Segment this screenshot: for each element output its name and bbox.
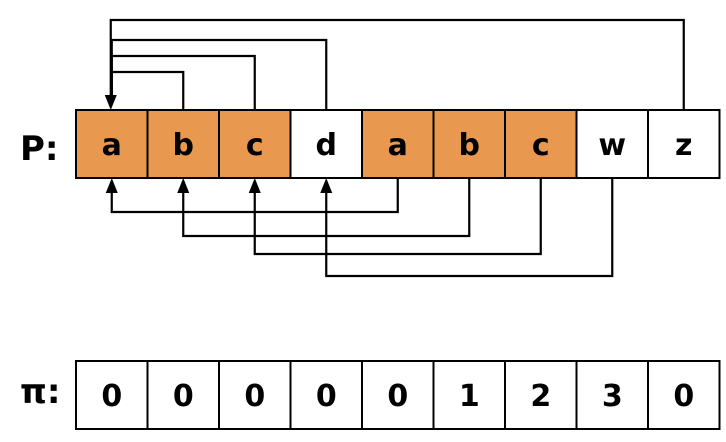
pattern-cell-char: b bbox=[173, 128, 194, 163]
lower-link-line bbox=[253, 178, 542, 256]
arrow-head bbox=[320, 178, 333, 193]
pi-cell: 1 bbox=[432, 360, 506, 430]
pattern-cell-char: b bbox=[459, 128, 480, 163]
pi-cell-box bbox=[75, 360, 149, 430]
pattern-cell: a bbox=[361, 109, 435, 179]
upper-link-line bbox=[110, 70, 185, 110]
arrow-head bbox=[104, 95, 117, 110]
pi-row-label: π: bbox=[20, 372, 61, 412]
pattern-cell-box bbox=[218, 109, 292, 179]
lower-link-line bbox=[325, 178, 614, 278]
pi-cell-box bbox=[504, 360, 578, 430]
pi-row: π: 0 0 0 0 0 1 2 3 0 bbox=[20, 360, 721, 430]
pattern-cell: a bbox=[75, 109, 149, 179]
pi-cell: 2 bbox=[504, 360, 578, 430]
pi-cell-value: 0 bbox=[244, 379, 265, 414]
pi-cell-value: 0 bbox=[316, 379, 337, 414]
pi-cell-value: 2 bbox=[530, 379, 551, 414]
pi-cell: 0 bbox=[289, 360, 363, 430]
pattern-cell: w bbox=[575, 109, 649, 179]
pi-cell-value: 3 bbox=[602, 379, 623, 414]
pattern-cell-box bbox=[289, 109, 363, 179]
pattern-row-label: P: bbox=[20, 129, 59, 169]
pi-cell-box bbox=[575, 360, 649, 430]
pattern-cell-char: c bbox=[532, 128, 550, 163]
pattern-row: P: a b c d a b c w z bbox=[20, 109, 721, 179]
pattern-cell: b bbox=[146, 109, 220, 179]
pattern-cell-char: d bbox=[316, 128, 337, 163]
pattern-cell-char: w bbox=[598, 128, 626, 163]
pi-cell-value: 0 bbox=[673, 379, 694, 414]
pi-cell-box bbox=[289, 360, 363, 430]
pi-cell-value: 0 bbox=[101, 379, 122, 414]
pattern-cell-box bbox=[146, 109, 220, 179]
pattern-cell-box bbox=[361, 109, 435, 179]
pi-cell: 0 bbox=[75, 360, 149, 430]
pattern-cell-box bbox=[432, 109, 506, 179]
pi-cell-value: 0 bbox=[173, 379, 194, 414]
arrow-head bbox=[105, 178, 118, 193]
pattern-cell: c bbox=[218, 109, 292, 179]
pattern-cell-char: z bbox=[675, 128, 692, 163]
arrow-links bbox=[104, 18, 685, 278]
pattern-cell-char: a bbox=[388, 128, 408, 163]
pattern-cell-box bbox=[504, 109, 578, 179]
pi-cell-box bbox=[146, 360, 220, 430]
pattern-cell-box bbox=[647, 109, 721, 179]
upper-link-line bbox=[109, 18, 685, 110]
pi-cell: 0 bbox=[146, 360, 220, 430]
pi-cell: 0 bbox=[361, 360, 435, 430]
pattern-cell: b bbox=[432, 109, 506, 179]
pi-cell: 0 bbox=[218, 360, 292, 430]
pattern-cell-char: c bbox=[246, 128, 264, 163]
pi-cell-box bbox=[647, 360, 721, 430]
pi-cell: 0 bbox=[647, 360, 721, 430]
pi-cell: 3 bbox=[575, 360, 649, 430]
pi-cell-value: 0 bbox=[387, 379, 408, 414]
arrow-head bbox=[177, 178, 190, 193]
upper-link-line bbox=[110, 38, 328, 110]
arrow-head bbox=[248, 178, 261, 193]
pi-cell-value: 1 bbox=[459, 379, 480, 414]
pattern-cell-char: a bbox=[102, 128, 122, 163]
pi-cell-box bbox=[361, 360, 435, 430]
pi-cell-box bbox=[432, 360, 506, 430]
pattern-cell: d bbox=[289, 109, 363, 179]
pattern-cell: z bbox=[647, 109, 721, 179]
pattern-cell: c bbox=[504, 109, 578, 179]
